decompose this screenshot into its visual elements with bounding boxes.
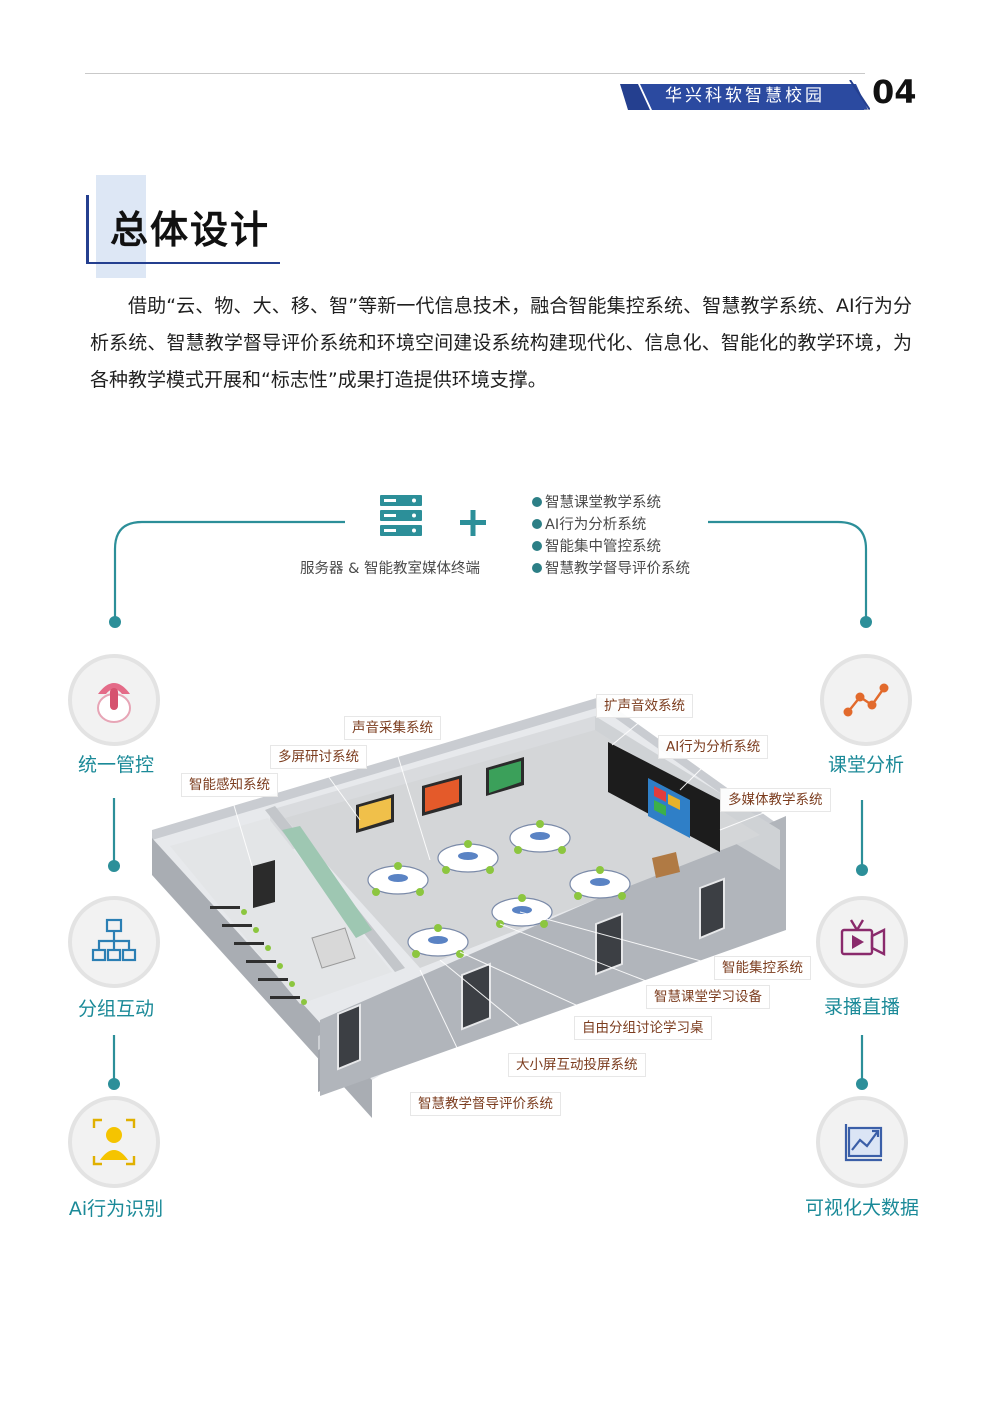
function-label-recording-live: 录播直播 bbox=[823, 996, 900, 1018]
desk-tops bbox=[388, 832, 610, 944]
section-title: 总体设计 bbox=[110, 208, 271, 252]
function-label-big-data: 可视化大数据 bbox=[804, 1197, 919, 1219]
header-rule bbox=[85, 73, 865, 74]
brand-banner bbox=[620, 80, 870, 110]
title-underline bbox=[86, 262, 280, 264]
function-label-ai-recognition: Ai行为识别 bbox=[68, 1198, 164, 1220]
connector-lines bbox=[112, 520, 868, 1080]
touch-control-icon bbox=[97, 683, 131, 723]
bullet-icon bbox=[532, 519, 542, 529]
title-decoration bbox=[96, 175, 146, 278]
analytics-chart-icon bbox=[844, 1124, 883, 1162]
face-recognition-icon bbox=[92, 1118, 136, 1166]
page-number: 04 bbox=[872, 73, 917, 111]
room-label-group-desks: 自由分组讨论学习桌 bbox=[574, 1016, 712, 1040]
room-label-central-control: 智能集控系统 bbox=[714, 956, 811, 980]
room-label-smart-sensing: 智能感知系统 bbox=[181, 773, 278, 797]
system-item: 智慧教学督导评价系统 bbox=[532, 558, 690, 580]
server-caption: 服务器 & 智能教室媒体终端 bbox=[300, 561, 481, 577]
room-label-pa-system: 扩声音效系统 bbox=[596, 694, 693, 718]
teaching-board bbox=[608, 742, 720, 852]
video-camera-icon bbox=[840, 919, 886, 956]
system-item: 智慧课堂教学系统 bbox=[532, 492, 661, 514]
right-function-circles bbox=[816, 654, 912, 1188]
intro-paragraph: 借助“云、物、大、移、智”等新一代信息技术，融合智能集控系统、智慧教学系统、AI… bbox=[90, 295, 912, 391]
function-label-class-analysis: 课堂分析 bbox=[827, 754, 904, 776]
windows bbox=[337, 877, 725, 1071]
room-label-supervision: 智慧教学督导评价系统 bbox=[410, 1092, 561, 1116]
room-label-multi-screen: 多屏研讨系统 bbox=[270, 745, 367, 769]
function-label-group-interaction: 分组互动 bbox=[77, 998, 154, 1020]
wall-screens bbox=[356, 757, 524, 833]
connector-dots bbox=[108, 616, 872, 1090]
title-bar bbox=[86, 195, 89, 263]
classroom-illustration bbox=[152, 697, 786, 1118]
room-label-multimedia: 多媒体教学系统 bbox=[720, 788, 831, 812]
function-label-unified-control: 统一管控 bbox=[77, 754, 154, 776]
system-item: AI行为分析系统 bbox=[532, 514, 646, 536]
org-chart-icon bbox=[91, 918, 137, 962]
bullet-icon bbox=[532, 563, 542, 573]
room-label-sound-collection: 声音采集系统 bbox=[344, 716, 441, 740]
plus-icon bbox=[460, 510, 486, 536]
system-item: 智能集中管控系统 bbox=[532, 536, 661, 558]
server-icon bbox=[380, 495, 422, 536]
room-label-projection: 大小屏互动投屏系统 bbox=[508, 1053, 646, 1077]
room-label-learning-devices: 智慧课堂学习设备 bbox=[646, 985, 770, 1009]
group-chairs bbox=[372, 820, 626, 958]
small-room-desks bbox=[210, 906, 300, 999]
line-chart-icon bbox=[843, 683, 889, 717]
room-label-ai-analysis: AI行为分析系统 bbox=[658, 735, 769, 759]
bullet-icon bbox=[532, 497, 542, 507]
brand-name: 华兴科软智慧校园 bbox=[665, 86, 825, 106]
bullet-icon bbox=[532, 541, 542, 551]
